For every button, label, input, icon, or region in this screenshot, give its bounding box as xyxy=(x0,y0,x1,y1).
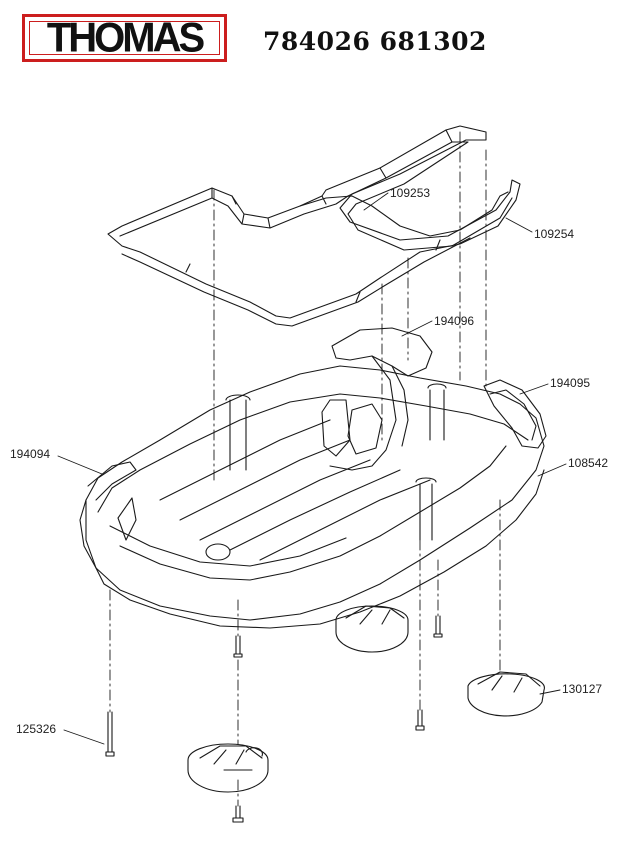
callout-109253: 109253 xyxy=(390,186,430,200)
thomas-logo: THOMAS xyxy=(22,14,227,62)
callout-194095: 194095 xyxy=(550,376,590,390)
callout-194094: 194094 xyxy=(10,447,50,461)
model-numbers: 784026 681302 xyxy=(263,27,487,56)
assembly-guide-lines xyxy=(109,131,501,807)
callout-leaders xyxy=(57,192,567,745)
gasket-inner-109253 xyxy=(299,191,509,237)
gasket-frame-109254 xyxy=(107,125,521,327)
brand-name: THOMAS xyxy=(46,14,205,62)
screws-125326 xyxy=(105,615,443,823)
part-callouts: 109253 109254 194096 194095 194094 10854… xyxy=(10,186,608,736)
callout-194096: 194096 xyxy=(434,314,474,328)
cover-194096 xyxy=(321,327,433,471)
callout-108542: 108542 xyxy=(568,456,608,470)
callout-130127: 130127 xyxy=(562,682,602,696)
callout-125326: 125326 xyxy=(16,722,56,736)
housing-108542 xyxy=(79,365,545,629)
foot-right-130127 xyxy=(467,671,545,717)
foot-rear-left xyxy=(335,605,409,653)
side-piece-194095 xyxy=(483,379,547,449)
foot-front-left xyxy=(187,743,269,793)
callout-109254: 109254 xyxy=(534,227,574,241)
logo-frame: THOMAS xyxy=(29,17,220,59)
